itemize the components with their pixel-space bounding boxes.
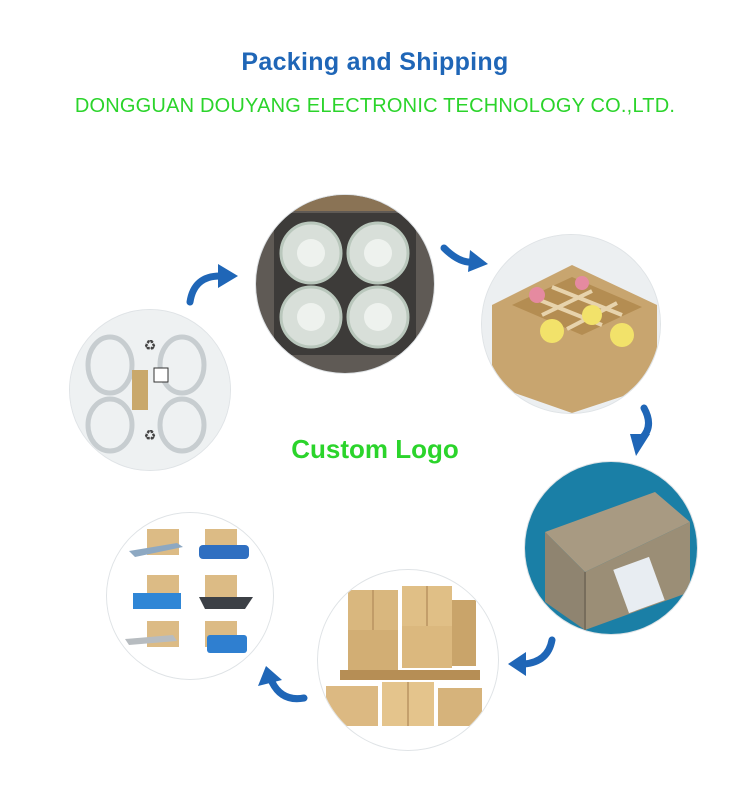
- cables-coiled-image: ♻ ♻: [70, 310, 230, 470]
- svg-text:♻: ♻: [144, 337, 157, 353]
- shipping-methods-image: [107, 513, 273, 679]
- custom-logo-label: Custom Logo: [291, 434, 459, 464]
- arrow-left-up-icon: [254, 662, 308, 706]
- arrow-down-icon: [624, 404, 658, 460]
- arrow-down-left-icon: [506, 636, 558, 676]
- divided-carton-image: [482, 235, 660, 413]
- cables-in-box-image: [256, 195, 434, 373]
- sealed-carton-image: [525, 462, 697, 634]
- arrow-right-down-icon: [440, 240, 490, 276]
- company-name: DONGGUAN DOUYANG ELECTRONIC TECHNOLOGY C…: [74, 95, 676, 117]
- svg-text:♻: ♻: [144, 427, 157, 443]
- arrow-up-right-icon: [180, 262, 242, 306]
- pallet-cartons-image: [318, 570, 498, 750]
- page-title: Packing and Shipping: [241, 48, 509, 76]
